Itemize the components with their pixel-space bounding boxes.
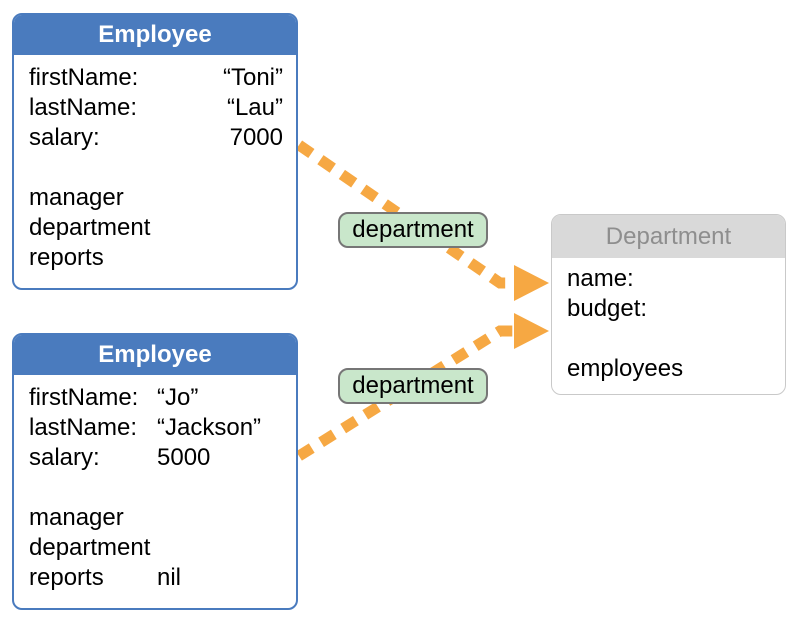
relation-row-manager: manager	[29, 183, 283, 213]
row-spacer	[29, 153, 283, 183]
field-label: salary:	[29, 444, 100, 471]
relation-value: nil	[157, 564, 182, 591]
field-row-lastname: lastName: “Jackson”	[29, 413, 283, 443]
employee-2-title: Employee	[14, 335, 296, 375]
field-label: salary:	[29, 124, 100, 151]
relation-label: manager	[29, 184, 124, 211]
field-label: firstName:	[29, 384, 139, 411]
relation-row-reports: reports nil	[29, 563, 283, 593]
row-spacer	[567, 324, 772, 354]
department-object: Department name: budget: employees	[551, 214, 786, 395]
relation-row-reports: reports	[29, 243, 283, 273]
field-row-salary: salary: 7000	[29, 123, 283, 153]
employee-1-title: Employee	[14, 15, 296, 55]
field-label: lastName:	[29, 414, 138, 441]
field-row-name: name:	[567, 264, 772, 294]
department-title: Department	[552, 215, 785, 258]
field-value: “Jackson”	[157, 414, 262, 441]
field-value: “Jo”	[157, 384, 199, 411]
field-label: firstName:	[29, 64, 139, 91]
relation-row-manager: manager	[29, 503, 283, 533]
row-spacer	[29, 473, 283, 503]
relation-label: employees	[567, 355, 684, 382]
employee-object-1: Employee firstName: “Toni” lastName: “La…	[12, 13, 298, 290]
field-row-salary: salary: 5000	[29, 443, 283, 473]
edge-label-department-1: department	[338, 212, 488, 248]
employee-object-2: Employee firstName: “Jo” lastName: “Jack…	[12, 333, 298, 610]
edge-label-department-2: department	[338, 368, 488, 404]
field-value: “Lau”	[226, 94, 283, 121]
relation-label: department	[29, 214, 151, 241]
employee-1-body: firstName: “Toni” lastName: “Lau” salary…	[14, 55, 296, 273]
relation-label: reports	[29, 564, 104, 591]
field-row-lastname: lastName: “Lau”	[29, 93, 283, 123]
field-label: name:	[567, 265, 634, 292]
relation-row-department: department	[29, 533, 283, 563]
field-row-firstname: firstName: “Jo”	[29, 383, 283, 413]
field-value: 7000	[229, 124, 283, 151]
relation-label: manager	[29, 504, 124, 531]
field-label: budget:	[567, 295, 648, 322]
relation-row-department: department	[29, 213, 283, 243]
field-label: lastName:	[29, 94, 138, 121]
field-value: 5000	[157, 444, 211, 471]
field-value: “Toni”	[222, 64, 283, 91]
relation-label: department	[29, 534, 151, 561]
department-body: name: budget: employees	[552, 258, 785, 384]
relation-row-employees: employees	[567, 354, 772, 384]
relation-label: reports	[29, 244, 104, 271]
employee-2-body: firstName: “Jo” lastName: “Jackson” sala…	[14, 375, 296, 593]
field-row-budget: budget:	[567, 294, 772, 324]
field-row-firstname: firstName: “Toni”	[29, 63, 283, 93]
